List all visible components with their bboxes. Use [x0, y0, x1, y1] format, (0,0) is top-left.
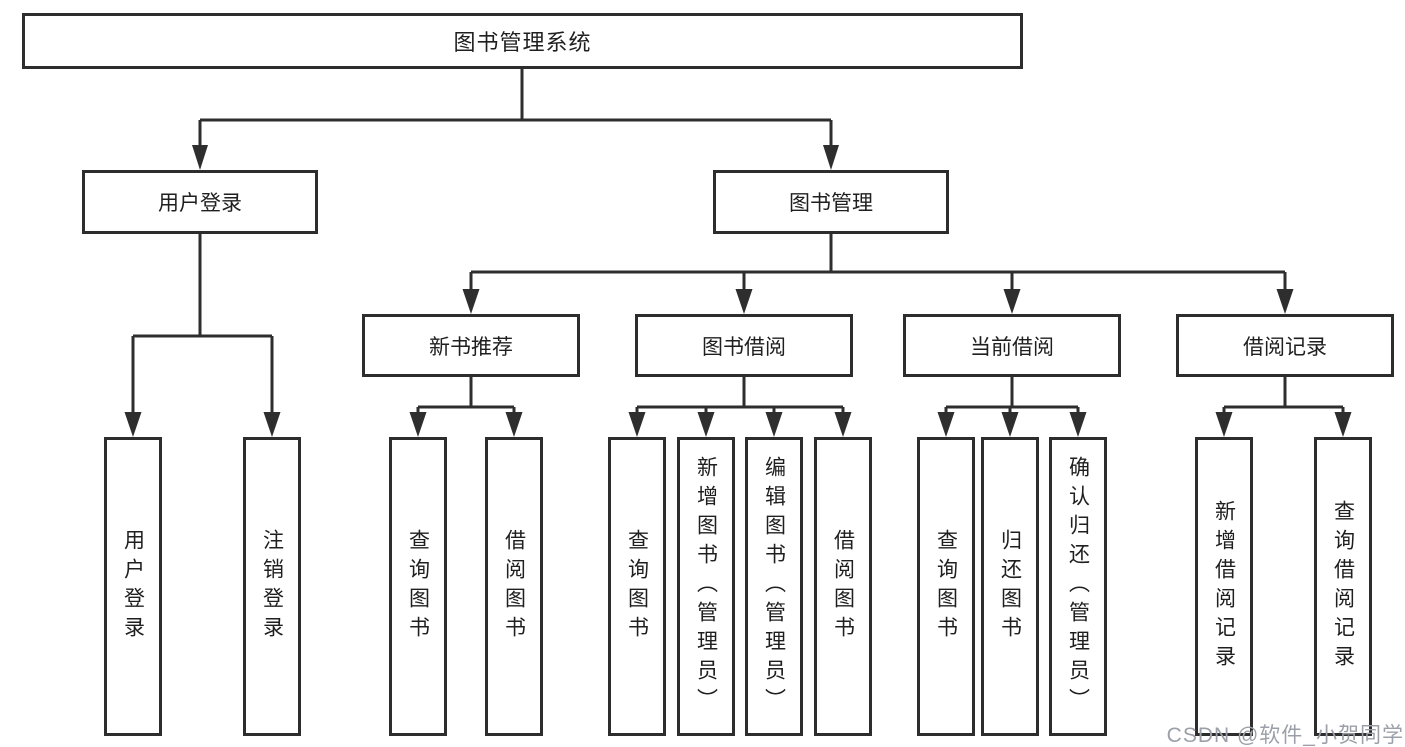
arrowhead	[1069, 412, 1087, 437]
node-current-borrow-label: 当前借阅	[970, 335, 1054, 359]
node-borrow-records: 借阅记录	[1176, 314, 1394, 377]
node-book-borrow: 图书借阅	[635, 314, 853, 377]
leaf-borrow-books-2-label: 借阅图书	[831, 528, 855, 645]
leaf-return-books: 归还图书	[981, 437, 1039, 736]
node-current-borrow: 当前借阅	[903, 314, 1121, 377]
arrowhead	[462, 289, 480, 314]
leaf-query-books-3: 查询图书	[917, 437, 975, 736]
csdn-watermark: CSDN @软件_小贺同学	[1166, 724, 1404, 747]
edge-user-login-children	[124, 234, 281, 437]
node-new-book-recommend-label: 新书推荐	[429, 335, 513, 359]
arrowhead	[735, 289, 753, 314]
leaf-edit-books-admin: 编辑图书（管理员）	[745, 437, 803, 736]
arrowhead	[1003, 289, 1021, 314]
edge-root-to-branches	[192, 69, 839, 170]
arrowhead	[192, 145, 208, 170]
arrowhead	[1001, 412, 1019, 437]
leaf-return-books-label: 归还图书	[998, 528, 1022, 645]
edge-book-management-sections	[462, 234, 1294, 314]
leaf-add-borrow-record: 新增借阅记录	[1195, 437, 1253, 736]
arrowhead	[697, 412, 715, 437]
leaf-query-borrow-record: 查询借阅记录	[1314, 437, 1372, 736]
leaf-add-borrow-record-label: 新增借阅记录	[1212, 499, 1236, 674]
leaf-confirm-return-admin-label: 确认归还（管理员）	[1066, 456, 1090, 717]
node-root: 图书管理系统	[22, 13, 1023, 69]
arrowhead	[937, 412, 955, 437]
edge-borrow-records-children	[1215, 377, 1352, 437]
leaf-add-books-admin-label: 新增图书（管理员）	[694, 456, 718, 717]
arrowhead	[263, 412, 281, 437]
arrowhead	[765, 412, 783, 437]
node-book-borrow-label: 图书借阅	[702, 335, 786, 359]
arrowhead	[823, 145, 839, 170]
node-user-login: 用户登录	[82, 170, 318, 234]
node-book-management: 图书管理	[713, 170, 949, 234]
edge-new-book-children	[409, 377, 523, 437]
arrowhead	[124, 412, 142, 437]
leaf-add-books-admin: 新增图书（管理员）	[677, 437, 735, 736]
edge-book-borrow-children	[628, 377, 852, 437]
node-user-login-label: 用户登录	[158, 192, 242, 215]
arrowhead	[834, 412, 852, 437]
node-new-book-recommend: 新书推荐	[362, 314, 580, 377]
arrowhead	[505, 412, 523, 437]
node-book-management-label: 图书管理	[789, 192, 873, 215]
arrowhead	[1215, 412, 1233, 437]
arrowhead	[1276, 289, 1294, 314]
leaf-logout: 注销登录	[243, 437, 301, 736]
leaf-edit-books-admin-label: 编辑图书（管理员）	[762, 456, 786, 717]
edge-current-borrow-children	[937, 377, 1087, 437]
leaf-borrow-books-1-label: 借阅图书	[502, 528, 526, 645]
node-borrow-records-label: 借阅记录	[1243, 335, 1327, 359]
leaf-query-borrow-record-label: 查询借阅记录	[1331, 499, 1355, 674]
leaf-borrow-books-2: 借阅图书	[814, 437, 872, 736]
leaf-user-login-label: 用户登录	[121, 528, 145, 645]
node-root-label: 图书管理系统	[453, 30, 592, 55]
arrowhead	[628, 412, 646, 437]
arrowhead	[1334, 412, 1352, 437]
leaf-query-books-2-label: 查询图书	[625, 528, 649, 645]
leaf-borrow-books-1: 借阅图书	[485, 437, 543, 736]
leaf-query-books-2: 查询图书	[608, 437, 666, 736]
leaf-query-books-3-label: 查询图书	[934, 528, 958, 645]
leaf-logout-label: 注销登录	[260, 528, 284, 645]
leaf-user-login: 用户登录	[104, 437, 162, 736]
leaf-query-books-1-label: 查询图书	[406, 528, 430, 645]
leaf-query-books-1: 查询图书	[389, 437, 447, 736]
arrowhead	[409, 412, 427, 437]
leaf-confirm-return-admin: 确认归还（管理员）	[1049, 437, 1107, 736]
